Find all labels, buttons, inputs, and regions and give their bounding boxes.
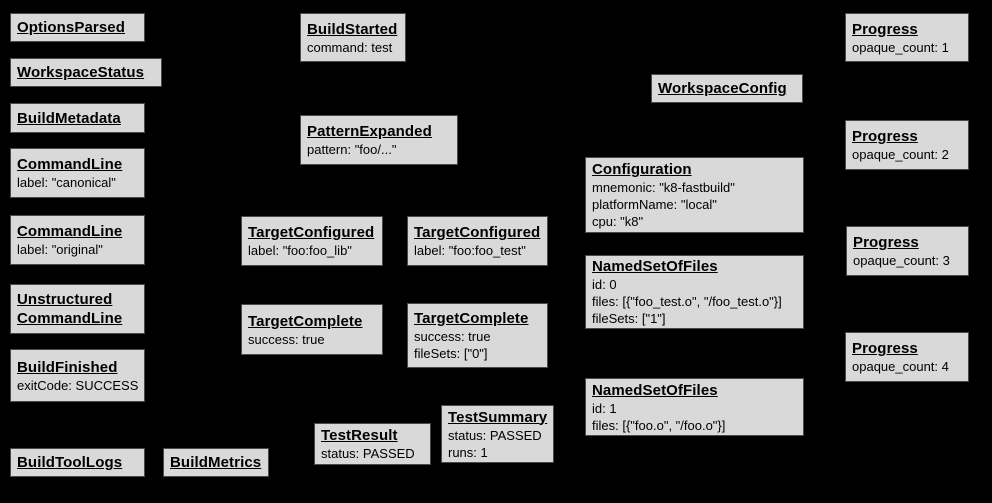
- node-field: files: [{"foo_test.o", "/foo_test.o"}]: [592, 294, 782, 309]
- node-title: NamedSetOfFiles: [592, 258, 718, 275]
- node-field: exitCode: SUCCESS: [17, 377, 139, 393]
- node-field: fileSets: ["0"]: [414, 346, 488, 361]
- node-title: BuildFinished: [17, 358, 118, 376]
- node-title: PatternExpanded: [307, 123, 432, 140]
- node-title: TestResult: [321, 427, 398, 444]
- node-title: TargetConfigured: [414, 224, 541, 241]
- node-field: status: PASSED: [321, 446, 415, 461]
- node-title: CommandLine: [17, 310, 123, 327]
- node-field: label: "canonical": [17, 175, 116, 190]
- node-title: BuildToolLogs: [17, 454, 123, 471]
- node-field: runs: 1: [448, 444, 488, 460]
- node-field: opaque_count: 2: [852, 147, 949, 162]
- node-title: TargetComplete: [248, 312, 363, 330]
- node-title: CommandLine: [17, 223, 123, 240]
- node-progress-3: Progress opaque_count: 3: [846, 226, 969, 276]
- node-workspace-config: WorkspaceConfig: [651, 74, 803, 103]
- node-title: NamedSetOfFiles: [592, 381, 718, 399]
- node-progress-4: Progress opaque_count: 4: [845, 332, 969, 382]
- node-pattern-expanded: PatternExpanded pattern: "foo/...": [300, 115, 458, 165]
- node-field: pattern: "foo/...": [307, 142, 397, 157]
- node-workspace-status: WorkspaceStatus: [10, 58, 162, 87]
- node-field: label: "original": [17, 242, 103, 257]
- node-title: TargetComplete: [414, 310, 529, 327]
- node-title: Unstructured: [17, 291, 113, 308]
- node-build-metadata: BuildMetadata: [10, 103, 145, 133]
- node-field: opaque_count: 1: [852, 39, 949, 55]
- node-field: opaque_count: 4: [852, 359, 949, 374]
- node-field: status: PASSED: [448, 427, 542, 443]
- node-field: id: 1: [592, 400, 617, 416]
- node-command-line-canonical: CommandLine label: "canonical": [10, 148, 145, 198]
- node-field: mnemonic: "k8-fastbuild": [592, 180, 735, 195]
- node-field: cpu: "k8": [592, 214, 644, 229]
- node-field: fileSets: ["1"]: [592, 311, 666, 326]
- node-progress-2: Progress opaque_count: 2: [845, 120, 969, 170]
- node-title: Progress: [852, 20, 918, 38]
- node-command-line-original: CommandLine label: "original": [10, 215, 145, 265]
- node-title: TargetConfigured: [248, 224, 375, 241]
- node-title: WorkspaceStatus: [17, 64, 145, 81]
- node-title: CommandLine: [17, 156, 123, 173]
- node-field: success: true: [414, 329, 491, 344]
- node-target-complete-test: TargetComplete success: true fileSets: ["0…: [407, 303, 548, 368]
- node-build-metrics: BuildMetrics: [163, 448, 269, 477]
- node-title: BuildMetrics: [170, 454, 262, 471]
- node-field: label: "foo:foo_test": [414, 243, 526, 258]
- node-field: label: "foo:foo_lib": [248, 243, 352, 258]
- node-configuration: Configuration mnemonic: "k8-fastbuild" pla…: [585, 157, 804, 233]
- node-field: files: [{"foo.o", "/foo.o"}]: [592, 417, 726, 433]
- node-test-result: TestResult status: PASSED: [314, 423, 431, 465]
- node-field: platformName: "local": [592, 197, 717, 212]
- node-field: id: 0: [592, 277, 617, 292]
- node-target-configured-test: TargetConfigured label: "foo:foo_test": [407, 216, 548, 266]
- node-title: OptionsParsed: [17, 19, 125, 36]
- node-target-configured-lib: TargetConfigured label: "foo:foo_lib": [241, 216, 383, 266]
- node-named-set-of-files-0: NamedSetOfFiles id: 0 files: [{"foo_test.o…: [585, 255, 804, 329]
- node-build-tool-logs: BuildToolLogs: [10, 448, 145, 477]
- node-title: Progress: [853, 234, 919, 251]
- node-field: opaque_count: 3: [853, 253, 950, 268]
- node-title: BuildMetadata: [17, 109, 121, 127]
- node-title: Configuration: [592, 161, 692, 178]
- node-options-parsed: OptionsParsed: [10, 13, 145, 42]
- node-field: success: true: [248, 331, 325, 347]
- node-title: TestSummary: [448, 408, 548, 426]
- node-title: Progress: [852, 128, 918, 145]
- node-title: BuildStarted: [307, 20, 398, 38]
- node-title: WorkspaceConfig: [658, 80, 787, 97]
- node-field: command: test: [307, 39, 393, 55]
- node-title: Progress: [852, 340, 918, 357]
